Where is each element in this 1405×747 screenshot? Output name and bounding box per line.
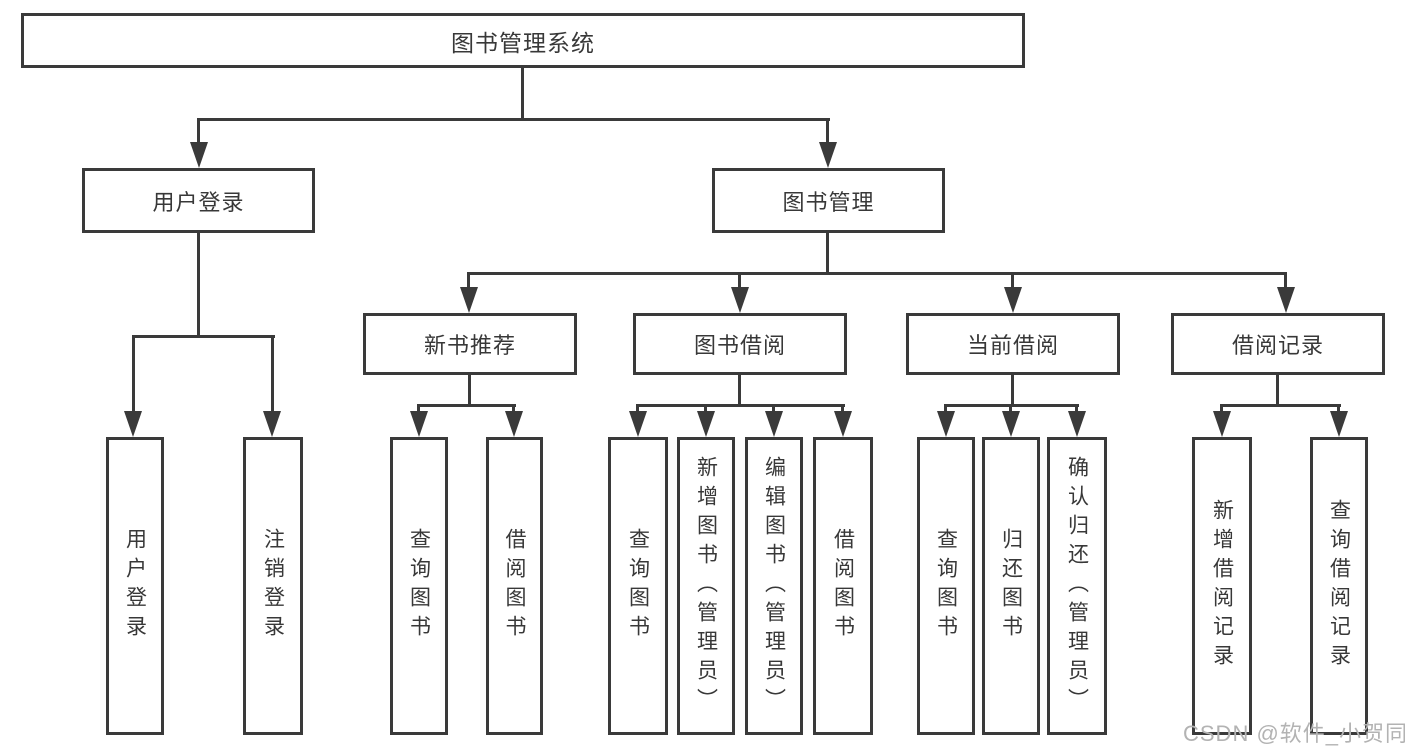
arrow-down-icon (460, 287, 478, 313)
connector-drop (944, 404, 947, 414)
arrow-down-icon (124, 411, 142, 437)
arrow-down-icon (410, 411, 428, 437)
node-book-borrow: 图书借阅 (633, 313, 847, 375)
connector-book-borrow-stem (738, 375, 741, 407)
connector-drop (1220, 404, 1223, 414)
arrow-down-icon (697, 411, 715, 437)
connector-new-rec-rail (417, 404, 516, 407)
arrow-down-icon (834, 411, 852, 437)
connector-drop (512, 404, 515, 414)
connector-drop-borrow-record (1284, 272, 1287, 290)
connector-root-stem (521, 68, 524, 118)
arrow-down-icon (1002, 411, 1020, 437)
node-label: 注销登录 (261, 528, 285, 644)
node-leaf-user-login: 用户登录 (106, 437, 164, 735)
connector-drop (1337, 404, 1340, 414)
arrow-down-icon (819, 142, 837, 168)
node-leaf-add-borrow-record: 新增借阅记录 (1192, 437, 1252, 735)
connector-borrow-record-rail (1220, 404, 1341, 407)
node-label: 新增借阅记录 (1210, 499, 1234, 673)
arrow-down-icon (937, 411, 955, 437)
connector-drop (417, 404, 420, 414)
node-leaf-logout: 注销登录 (243, 437, 303, 735)
node-label: 用户登录 (123, 528, 147, 644)
arrow-down-icon (263, 411, 281, 437)
node-label: 当前借阅 (966, 333, 1059, 358)
connector-drop (704, 404, 707, 414)
connector-user-login-stem (197, 233, 200, 335)
node-label: 图书管理 (782, 189, 875, 215)
connector-drop (841, 404, 844, 414)
node-label: 查询借阅记录 (1327, 499, 1351, 673)
arrow-down-icon (1068, 411, 1086, 437)
node-label: 新增图书（管理员） (694, 455, 718, 717)
node-library-system: 图书管理系统 (21, 13, 1025, 68)
arrow-down-icon (629, 411, 647, 437)
node-leaf-add-book-admin: 新增图书（管理员） (677, 437, 735, 735)
connector-current-borrow-stem (1011, 375, 1014, 407)
connector-book-mgmt-stem (826, 233, 829, 272)
connector-drop-book-borrow (738, 272, 741, 290)
node-label: 借阅图书 (503, 528, 526, 644)
connector-drop (772, 404, 775, 414)
connector-drop (1075, 404, 1078, 414)
connector-book-borrow-rail (636, 404, 845, 407)
node-leaf-return-book: 归还图书 (982, 437, 1040, 735)
connector-drop-new-rec (467, 272, 470, 290)
csdn-watermark: CSDN @软件_小贺同学 (1183, 721, 1405, 746)
node-label: 借阅记录 (1231, 333, 1324, 358)
node-current-borrow: 当前借阅 (906, 313, 1120, 375)
connector-drop-logout (271, 335, 274, 414)
node-leaf-query-book-2: 查询图书 (608, 437, 668, 735)
node-label: 编辑图书（管理员） (762, 455, 786, 717)
connector-drop-current-borrow (1011, 272, 1014, 290)
connector-drop (1009, 404, 1012, 414)
arrow-down-icon (1213, 411, 1231, 437)
node-label: 查询图书 (626, 528, 650, 644)
arrow-down-icon (190, 142, 208, 168)
node-label: 查询图书 (407, 528, 431, 644)
node-leaf-confirm-return-admin: 确认归还（管理员） (1047, 437, 1107, 735)
node-label: 图书借阅 (693, 333, 786, 358)
node-new-book-rec: 新书推荐 (363, 313, 577, 375)
connector-drop-user-login (197, 118, 200, 146)
node-leaf-query-borrow-record: 查询借阅记录 (1310, 437, 1368, 735)
node-label: 新书推荐 (423, 333, 516, 358)
node-label: 确认归还（管理员） (1065, 455, 1089, 717)
connector-drop (636, 404, 639, 414)
node-label: 归还图书 (999, 528, 1023, 644)
node-label: 借阅图书 (831, 528, 855, 644)
node-leaf-borrow-book-2: 借阅图书 (813, 437, 873, 735)
arrow-down-icon (1277, 287, 1295, 313)
connector-l3-rail (467, 272, 1287, 275)
node-user-login: 用户登录 (82, 168, 315, 233)
connector-user-login-rail (132, 335, 275, 338)
node-leaf-query-book-3: 查询图书 (917, 437, 975, 735)
arrow-down-icon (1004, 287, 1022, 313)
connector-drop-login (132, 335, 135, 414)
connector-l2-rail (197, 118, 830, 121)
node-leaf-edit-book-admin: 编辑图书（管理员） (745, 437, 803, 735)
arrow-down-icon (731, 287, 749, 313)
node-label: 用户登录 (152, 189, 245, 215)
node-borrow-record: 借阅记录 (1171, 313, 1385, 375)
arrow-down-icon (765, 411, 783, 437)
connector-borrow-record-stem (1276, 375, 1279, 407)
connector-drop-book-mgmt (826, 118, 829, 146)
connector-new-rec-stem (468, 375, 471, 407)
arrow-down-icon (1330, 411, 1348, 437)
node-book-mgmt: 图书管理 (712, 168, 945, 233)
node-label: 查询图书 (934, 528, 958, 644)
node-leaf-borrow-book-1: 借阅图书 (486, 437, 543, 735)
arrow-down-icon (505, 411, 523, 437)
node-label: 图书管理系统 (451, 29, 595, 56)
node-leaf-query-book-1: 查询图书 (390, 437, 448, 735)
